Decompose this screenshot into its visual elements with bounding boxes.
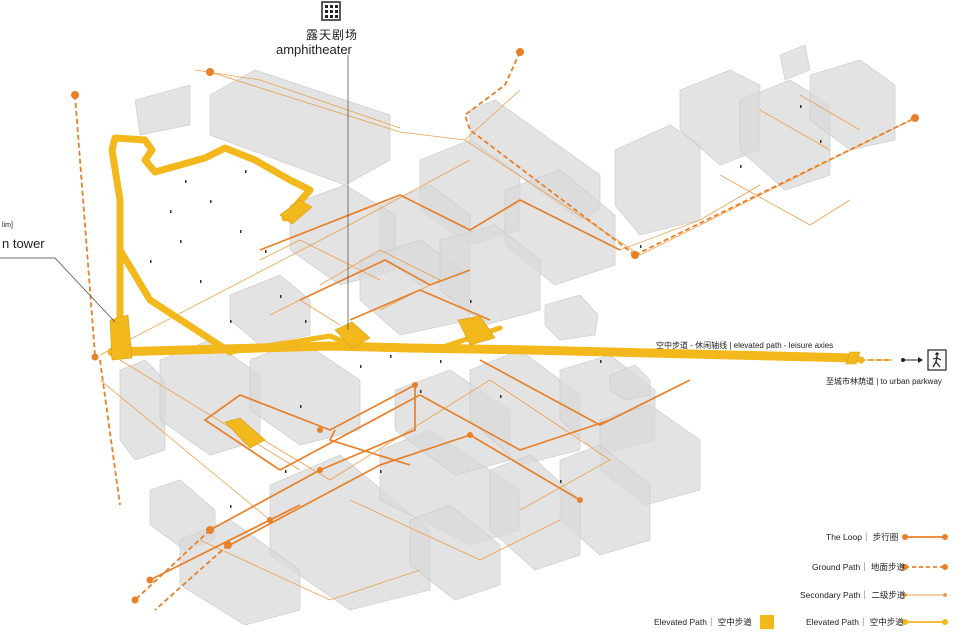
theater-icon	[321, 1, 341, 21]
urban-parkway-label: 至城市林荫道 | to urban parkway	[826, 377, 942, 386]
secondary-paths	[99, 69, 916, 601]
loop-nodes	[71, 48, 919, 604]
legend-ground: Ground Path｜ 地面步道	[812, 562, 906, 572]
amphitheater-en-label: amphitheater	[276, 42, 352, 57]
amphitheater-cn-label: 露天剧场	[306, 28, 359, 42]
people-dots	[150, 105, 822, 508]
elevated-paths	[107, 134, 860, 363]
pedestrian-icon	[927, 349, 947, 371]
legend-symbols	[760, 534, 948, 629]
legend-loop: The Loop｜ 步行圈	[826, 532, 899, 542]
tower-label-top: lim]	[2, 222, 13, 229]
building-blocks	[119, 44, 896, 626]
legend-elevated-area: Elevated Path｜ 空中步道	[654, 617, 752, 627]
elevated-node	[857, 356, 865, 364]
elevated-platforms	[109, 199, 861, 449]
arrow-right-icon	[901, 357, 923, 363]
leader-lines	[0, 55, 349, 330]
loop-paths	[149, 194, 691, 581]
elevated-axis-label: 空中步道 - 休闲轴线 | elevated path - leisure ax…	[656, 341, 834, 350]
tower-label: n tower	[2, 236, 45, 251]
legend-elevated-line: Elevated Path｜ 空中步道	[806, 617, 904, 627]
legend-secondary: Secondary Path｜ 二级步道	[800, 590, 906, 600]
